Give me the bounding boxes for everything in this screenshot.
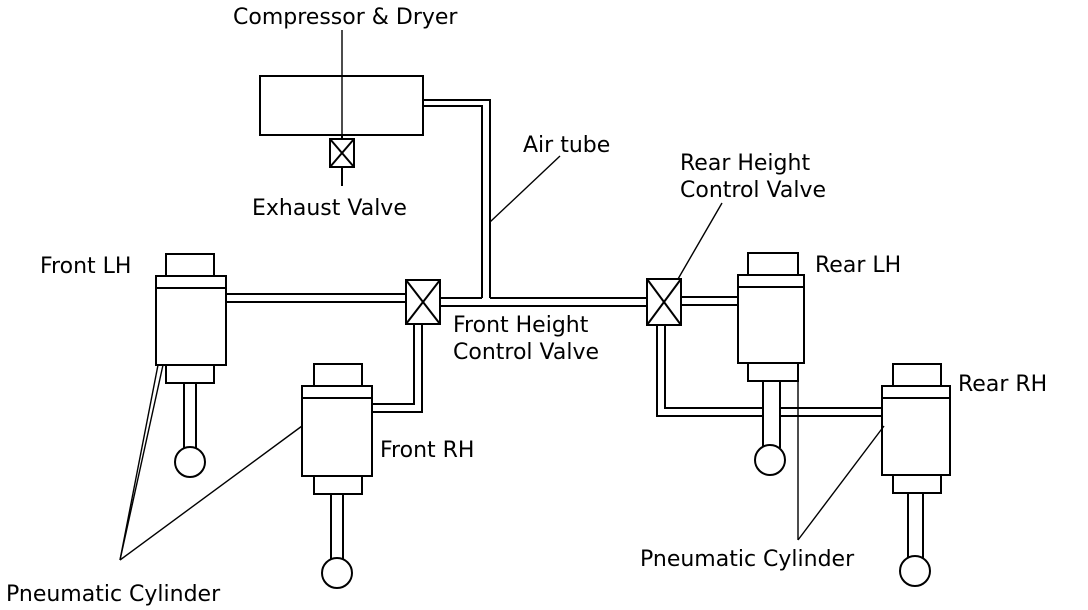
compressor-dryer-label: Compressor & Dryer	[233, 5, 458, 30]
front-lh-tube	[226, 293, 406, 303]
pneumatic-cylinder-right-label: Pneumatic Cylinder	[640, 547, 855, 572]
front-hcv-label-line1: Front Height	[453, 313, 589, 338]
rear-hcv-label-line1: Rear Height	[680, 151, 810, 176]
pneumatic-cylinder-right-leaders	[797, 363, 885, 541]
air-tube-label: Air tube	[523, 133, 610, 158]
exhaust-valve-symbol	[329, 135, 355, 186]
front-lh-cylinder	[155, 253, 227, 478]
rear-hcv-leader	[677, 202, 723, 280]
front-rh-tube	[372, 324, 423, 413]
rear-rh-cylinder	[881, 363, 951, 587]
front-lh-label: Front LH	[40, 254, 131, 279]
rear-hcv-label-line2: Control Valve	[680, 178, 826, 203]
front-rh-cylinder	[301, 363, 373, 589]
rear-lh-tube	[681, 296, 738, 306]
front-rh-label: Front RH	[380, 438, 474, 463]
front-hcv-label-line2: Control Valve	[453, 340, 599, 365]
air-tube-leader	[489, 155, 561, 223]
front-height-control-valve-symbol	[405, 279, 441, 325]
pneumatic-cylinder-left-label: Pneumatic Cylinder	[6, 582, 221, 607]
rear-rh-tube	[656, 325, 882, 417]
air-tube-lines	[423, 99, 647, 307]
rear-height-control-valve-symbol	[646, 278, 682, 326]
compressor-dryer	[259, 30, 424, 136]
exhaust-valve-label: Exhaust Valve	[252, 196, 407, 221]
rear-lh-cylinder	[737, 252, 805, 476]
rear-lh-label: Rear LH	[815, 253, 901, 278]
rear-rh-label: Rear RH	[958, 372, 1047, 397]
pneumatic-cylinder-left-leaders	[119, 364, 303, 561]
